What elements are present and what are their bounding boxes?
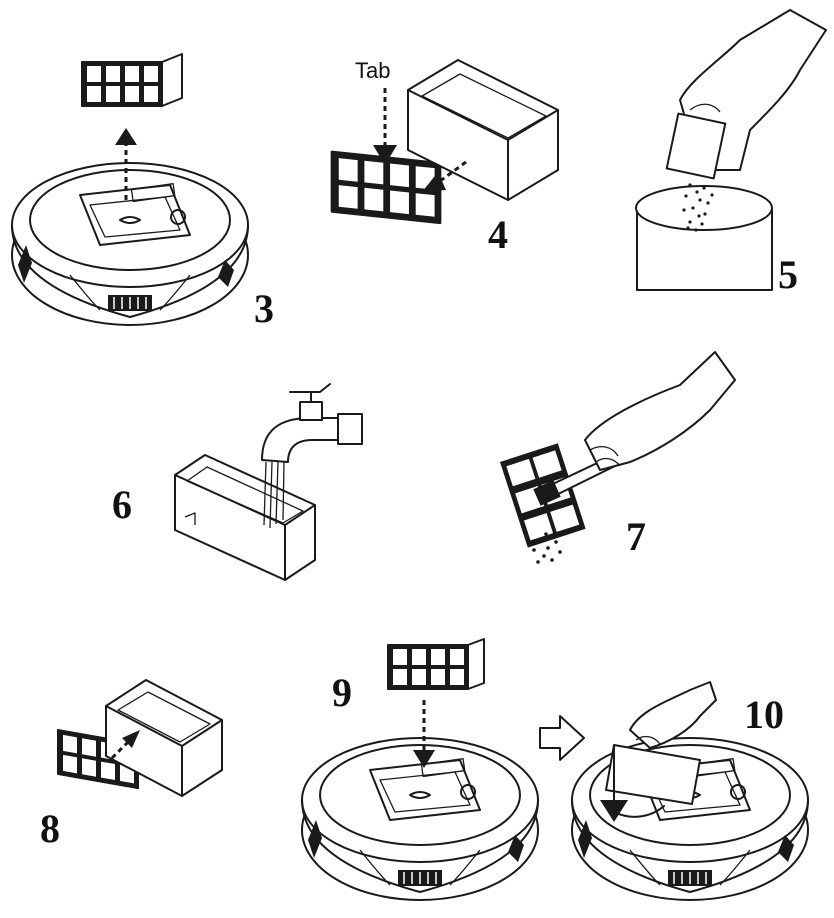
step-9-number: 9 <box>332 670 352 715</box>
tab-label: Tab <box>355 58 390 83</box>
hand-icon <box>629 681 717 749</box>
robot-vacuum-icon <box>11 162 249 326</box>
hepa-filter-icon <box>81 53 183 107</box>
water-stream <box>263 461 285 529</box>
step-6-figure: 6 <box>112 383 363 581</box>
step-10-number: 10 <box>744 692 784 737</box>
step-7-figure: 7 <box>500 351 736 564</box>
step-9-figure: 9 <box>301 638 539 901</box>
filter-box <box>665 112 727 180</box>
arrow-icon <box>115 128 137 145</box>
step-8-number: 8 <box>40 806 60 851</box>
dust-bin-icon <box>174 454 316 581</box>
bin-lid <box>605 744 701 805</box>
step-10-figure: 10 <box>571 681 809 901</box>
step-7-number: 7 <box>626 514 646 559</box>
falling-dust <box>682 183 714 232</box>
step-3-number: 3 <box>254 286 274 331</box>
falling-dust <box>532 532 562 564</box>
step-3-figure: 3 <box>11 53 274 331</box>
step-5-number: 5 <box>778 252 798 297</box>
arrow-icon <box>422 172 446 192</box>
dust-bin-icon <box>635 185 773 291</box>
arrow-icon <box>413 750 435 768</box>
dust-bin-icon <box>407 59 559 201</box>
step-4-figure: Tab 4 <box>330 58 559 257</box>
arrow-icon <box>600 800 628 822</box>
robot-vacuum-icon <box>301 737 539 901</box>
step-6-number: 6 <box>112 482 132 527</box>
hand-icon <box>584 351 736 471</box>
hepa-filter-icon <box>330 150 442 225</box>
faucet-icon <box>261 383 363 463</box>
step-5-figure: 5 <box>635 9 827 297</box>
dust-bin-icon <box>105 679 223 797</box>
arrow-icon <box>122 730 140 748</box>
hepa-filter-icon <box>387 638 485 690</box>
step-4-number: 4 <box>488 212 508 257</box>
arrow-icon <box>373 145 397 165</box>
next-arrow-icon <box>539 715 585 761</box>
step-8-figure: 8 <box>40 679 223 851</box>
